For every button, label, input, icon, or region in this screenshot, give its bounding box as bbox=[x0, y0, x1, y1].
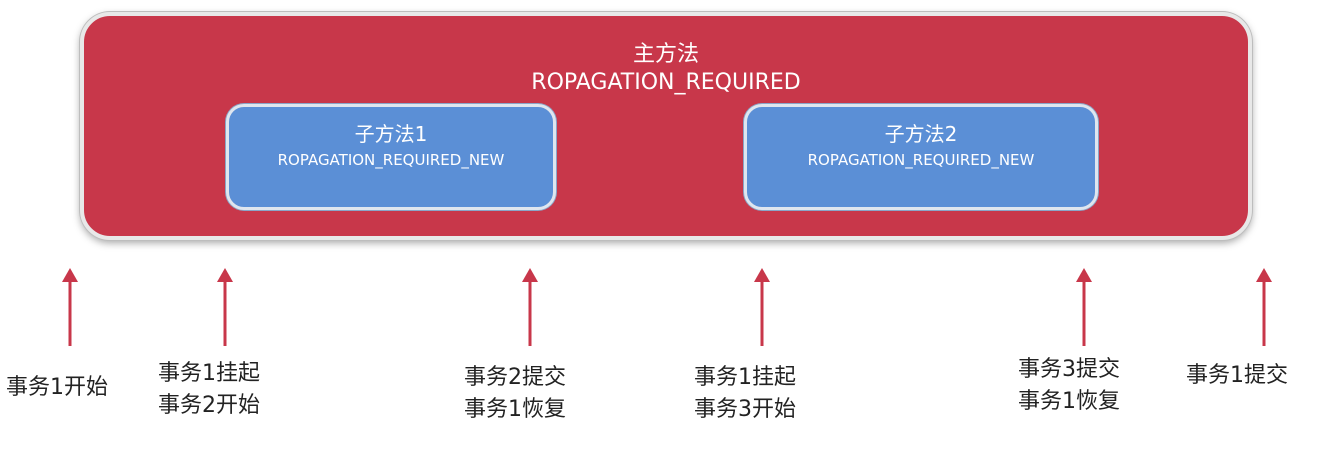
arrow-up-icon bbox=[62, 268, 78, 346]
main-method-box: 主方法 ROPAGATION_REQUIRED 子方法1 ROPAGATION_… bbox=[80, 12, 1252, 240]
arrow-up-icon bbox=[754, 268, 770, 346]
arrow-up-icon bbox=[217, 268, 233, 346]
sub-method-2-box: 子方法2 ROPAGATION_REQUIRED_NEW bbox=[744, 104, 1098, 210]
arrow-up-icon bbox=[522, 268, 538, 346]
arrow-up-icon bbox=[1076, 268, 1092, 346]
sub-method-1-title: 子方法1 bbox=[354, 122, 428, 146]
sub-method-1-box: 子方法1 ROPAGATION_REQUIRED_NEW bbox=[226, 104, 556, 210]
main-method-propagation: ROPAGATION_REQUIRED bbox=[531, 70, 801, 95]
event-2-label: 事务1挂起 事务2开始 bbox=[158, 361, 260, 418]
event-3-label: 事务2提交 事务1恢复 bbox=[464, 365, 566, 422]
event-5-label: 事务3提交 事务1恢复 bbox=[1018, 357, 1120, 414]
main-method-title: 主方法 bbox=[632, 42, 699, 67]
event-1-label: 事务1开始 bbox=[6, 375, 108, 400]
sub-method-2-propagation: ROPAGATION_REQUIRED_NEW bbox=[807, 151, 1035, 169]
event-6-label: 事务1提交 bbox=[1186, 363, 1288, 388]
arrow-up-icon bbox=[1256, 268, 1272, 346]
sub-method-1-propagation: ROPAGATION_REQUIRED_NEW bbox=[277, 151, 505, 169]
sub-method-2-title: 子方法2 bbox=[884, 122, 958, 146]
event-4-label: 事务1挂起 事务3开始 bbox=[694, 365, 796, 422]
